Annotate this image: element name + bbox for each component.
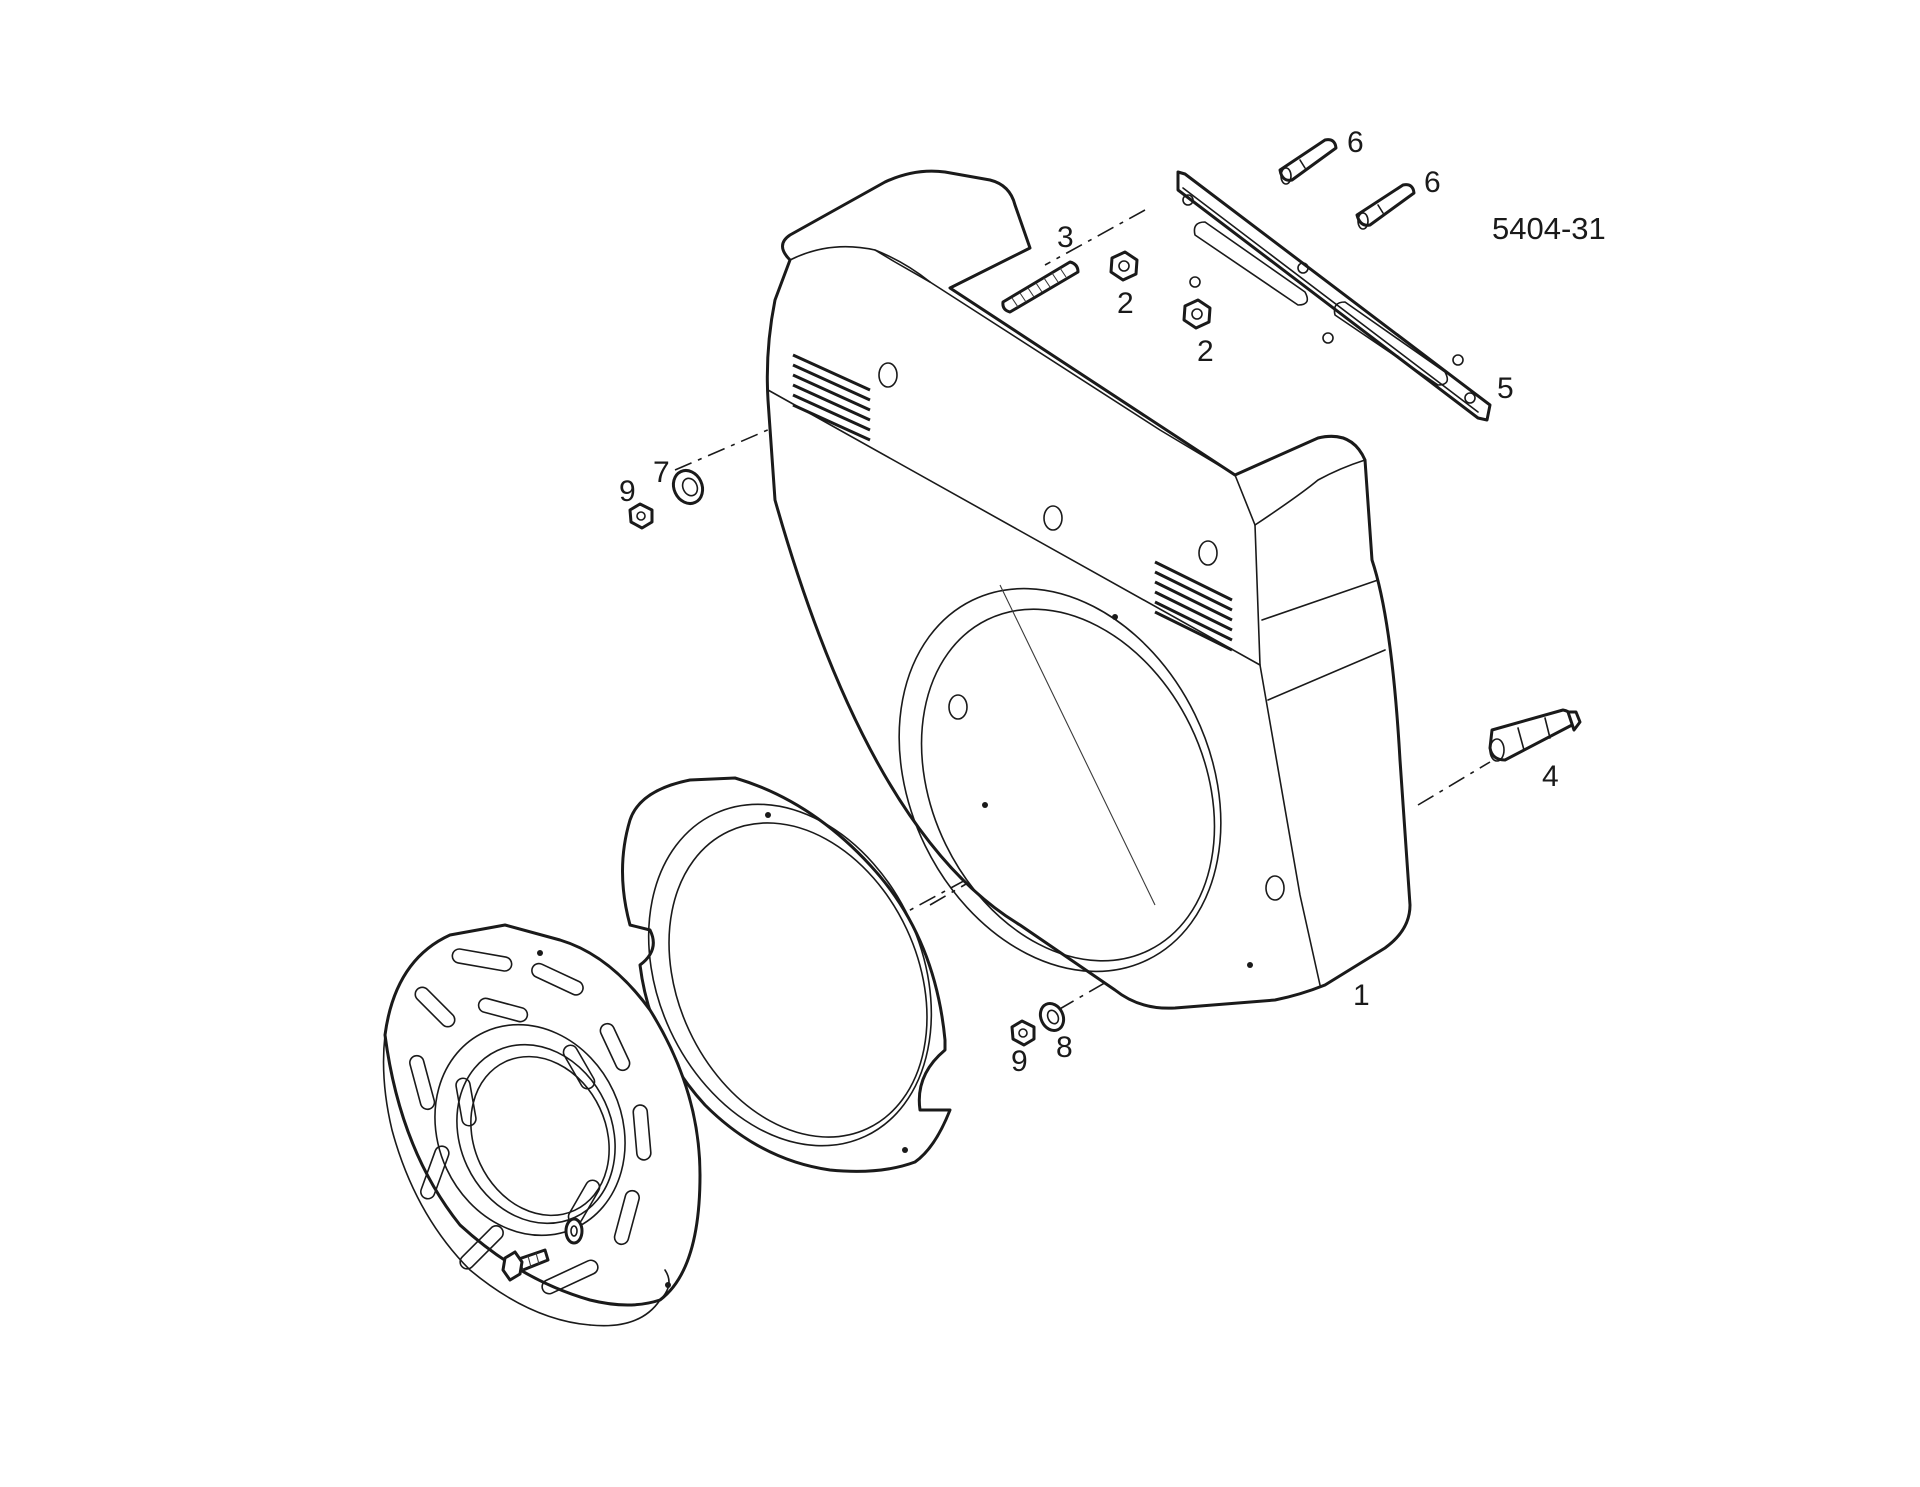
housing-hole bbox=[878, 362, 898, 388]
washer-upper-left bbox=[671, 468, 705, 506]
callout-nut-upper-a: 2 bbox=[1117, 287, 1134, 320]
fan-guard bbox=[382, 923, 702, 1327]
callout-nut-upper-b: 2 bbox=[1197, 335, 1214, 368]
housing-hole bbox=[1198, 540, 1218, 566]
nut-upper-left bbox=[628, 502, 654, 530]
guard-washer bbox=[564, 1217, 584, 1245]
callout-spacer-top-a: 6 bbox=[1347, 126, 1364, 159]
figure-id: 5404-31 bbox=[1492, 211, 1606, 246]
spacer-right bbox=[1488, 708, 1582, 762]
callout-washer-upper-left: 7 bbox=[653, 456, 670, 489]
nut-upper-a bbox=[1109, 250, 1139, 282]
housing-vent-upper bbox=[792, 353, 871, 442]
spacer-top-b bbox=[1355, 183, 1416, 230]
callout-nut-upper-left: 9 bbox=[619, 475, 636, 508]
callout-washer-lower: 8 bbox=[1056, 1031, 1073, 1064]
washer-lower bbox=[1038, 1001, 1066, 1033]
callout-housing: 1 bbox=[1353, 979, 1370, 1012]
mounting-plate bbox=[1176, 170, 1492, 422]
callout-nut-lower: 9 bbox=[1011, 1045, 1028, 1078]
callout-spacer-top-b: 6 bbox=[1424, 166, 1441, 199]
housing-vent-lower bbox=[1154, 560, 1233, 652]
housing-hole bbox=[1043, 505, 1063, 531]
housing-hole bbox=[948, 694, 968, 720]
fan-guard-slots bbox=[409, 948, 652, 1295]
callout-spacer-right: 4 bbox=[1542, 760, 1559, 793]
shroud-ring bbox=[621, 776, 952, 1173]
callout-stud: 3 bbox=[1057, 221, 1074, 254]
nut-upper-b bbox=[1182, 298, 1212, 330]
guard-bolt bbox=[501, 1248, 550, 1282]
threaded-stud bbox=[1001, 260, 1080, 314]
callout-mounting-plate: 5 bbox=[1497, 372, 1514, 405]
blower-housing bbox=[765, 169, 1412, 1010]
housing-outlet-ring bbox=[898, 587, 1222, 973]
nut-lower bbox=[1010, 1019, 1036, 1047]
callout-labels: 1 2 2 3 4 5 6 6 7 9 8 9 bbox=[619, 126, 1559, 1078]
spacer-top-a bbox=[1278, 138, 1338, 185]
housing-hole bbox=[1265, 875, 1285, 901]
